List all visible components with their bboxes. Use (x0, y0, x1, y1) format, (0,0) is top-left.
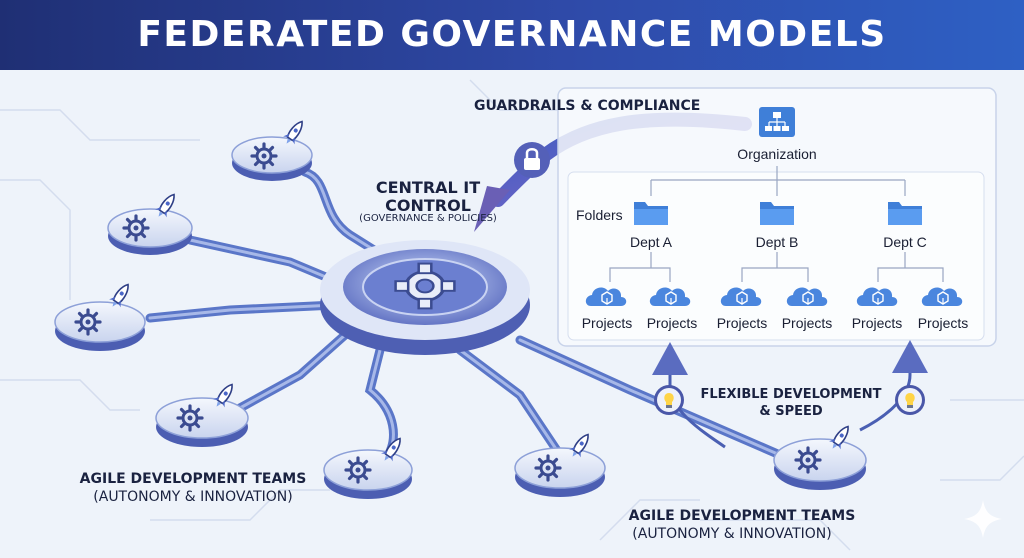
title-banner (0, 0, 1024, 70)
dept-a-label: Dept A (629, 234, 673, 250)
diagram-canvas (0, 79, 1024, 551)
central-title-line2: CONTROL (385, 196, 471, 215)
agile-right-line1: AGILE DEVELOPMENT TEAMS (628, 508, 856, 524)
agile-right-line2: (AUTONOMY & INNOVATION) (632, 526, 832, 542)
gear-icon (122, 214, 150, 242)
project-label: Projects (716, 315, 768, 331)
guardrails-arrowhead (474, 186, 510, 232)
hub-gear-icon (394, 262, 456, 310)
gear-icon (534, 454, 562, 482)
page-title: FEDERATED GOVERNANCE MODELS (137, 14, 887, 55)
org-label: Organization (737, 146, 817, 162)
gear-icon (74, 308, 102, 336)
central-hub (320, 240, 530, 355)
agile-left-line2: (AUTONOMY & INNOVATION) (93, 489, 293, 505)
project-label: Projects (851, 315, 903, 331)
team-node-3 (54, 279, 146, 351)
flexible-label-line2: & SPEED (759, 404, 823, 419)
central-subtitle: (GOVERNANCE & POLICIES) (359, 213, 497, 224)
flexible-label-line1: FLEXIBLE DEVELOPMENT (700, 387, 882, 402)
dept-c-label: Dept C (883, 234, 927, 250)
team-node-7 (773, 421, 867, 490)
team-node-1 (231, 116, 313, 181)
guardrails-label: GUARDRAILS & COMPLIANCE (474, 98, 701, 114)
gear-icon (250, 142, 278, 170)
dept-b-label: Dept B (755, 234, 799, 250)
gear-icon (176, 404, 204, 432)
gear-icon (344, 456, 372, 484)
team-node-6 (514, 429, 606, 497)
lightbulb-icon (654, 385, 684, 415)
project-label: Projects (917, 315, 969, 331)
team-node-4 (155, 379, 249, 447)
team-node-5 (323, 433, 413, 499)
circuit-traces (0, 79, 1024, 551)
agile-left-line1: AGILE DEVELOPMENT TEAMS (79, 471, 307, 487)
org-chart-icon (759, 107, 795, 137)
sparkle-icon (964, 500, 1002, 538)
lightbulb-icon (895, 385, 925, 415)
hierarchy-lines (609, 166, 944, 282)
project-label: Projects (581, 315, 633, 331)
folders-label: Folders (576, 207, 623, 223)
gear-icon (794, 446, 822, 474)
project-label: Projects (781, 315, 833, 331)
lock-icon (514, 142, 550, 178)
team-node-2 (107, 189, 193, 255)
central-title-line1: CENTRAL IT (375, 178, 481, 197)
project-label: Projects (646, 315, 698, 331)
